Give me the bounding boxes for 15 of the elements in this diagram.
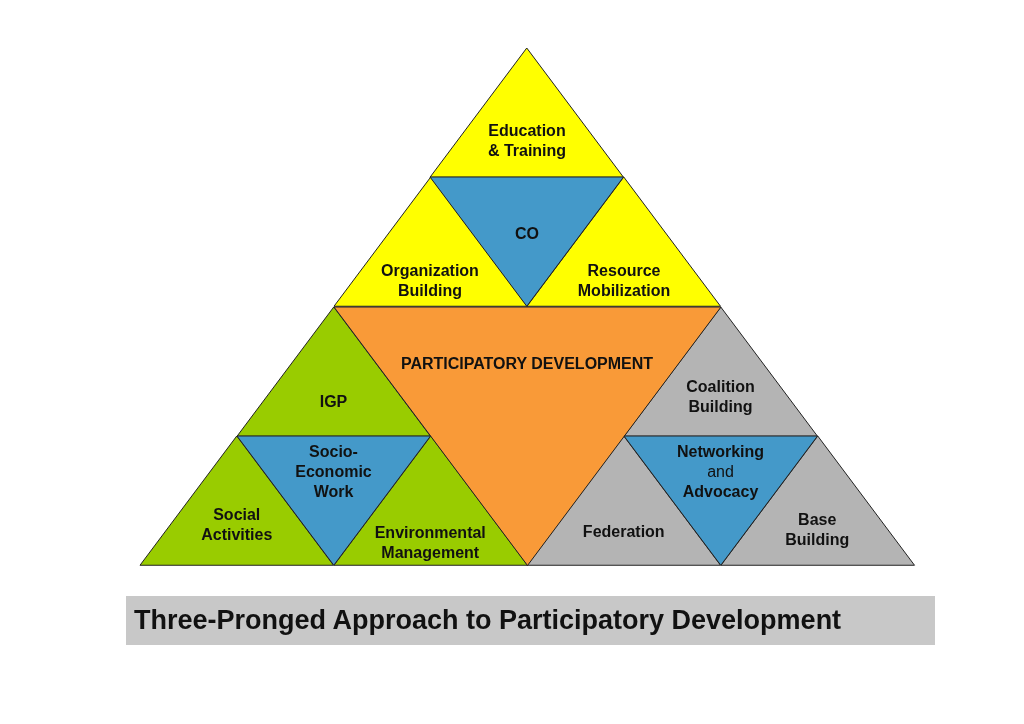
segment-label: PARTICIPATORY DEVELOPMENT <box>400 354 654 374</box>
segment-label: Socio-Economic Work <box>295 442 372 502</box>
caption-text: Three-Pronged Approach to Participatory Development <box>134 604 842 637</box>
segment-label: Organization Building <box>381 261 479 301</box>
segment-label: Social Activities <box>201 505 273 545</box>
segment-label: Education & Training <box>487 121 567 161</box>
segment-label: Coalition Building <box>686 377 755 417</box>
segment-label: CO <box>515 224 539 244</box>
segment-label: Federation <box>582 522 665 542</box>
upward-triangle <box>430 48 624 178</box>
segment-label: Networking and Advocacy <box>676 442 765 502</box>
segment-label: Environmental Management <box>374 523 486 563</box>
segment-label: Resource Mobilization <box>577 261 671 301</box>
segment-label: IGP <box>319 392 348 412</box>
segment-label: Base Building <box>785 510 850 550</box>
